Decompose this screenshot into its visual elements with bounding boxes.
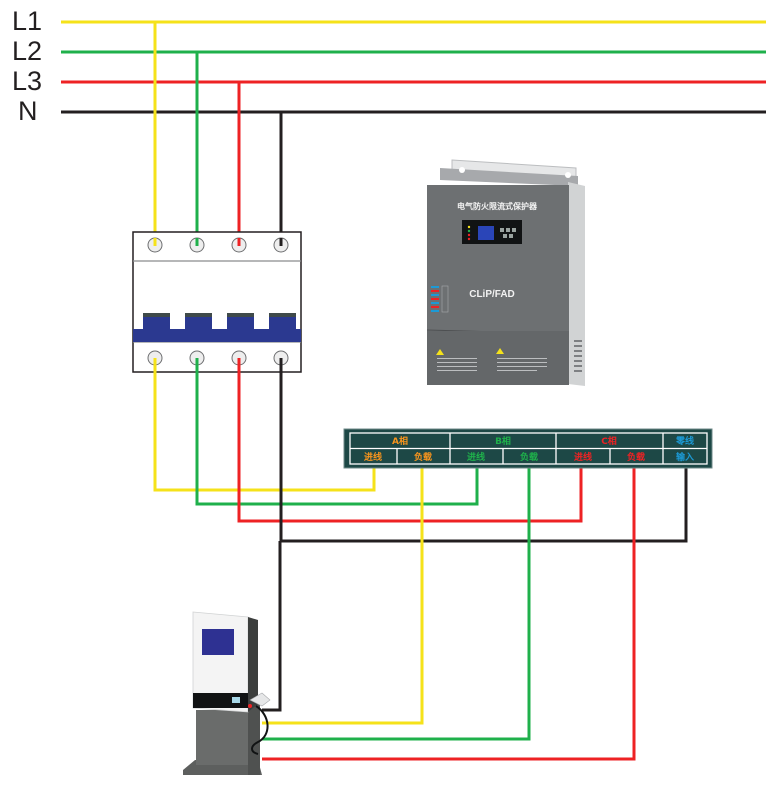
wire-n-in: [279, 358, 688, 543]
group-label-b: B相: [495, 435, 511, 447]
wire-a-load: [262, 467, 424, 725]
warning-label-left: [436, 349, 477, 371]
ev-charging-pile: [183, 611, 271, 775]
terminal-c-in: 进线: [574, 451, 592, 463]
wire-n-charger: [262, 541, 282, 712]
terminal-b-load: 负载: [520, 451, 538, 463]
breaker-handles: [143, 313, 296, 330]
device-model: CLiP/FAD: [469, 289, 515, 300]
group-label-n: 零线: [675, 435, 694, 447]
device-title: 电气防火限流式保护器: [457, 201, 538, 211]
terminal-n-input: 输入: [676, 451, 694, 463]
terminal-a-in: 进线: [364, 451, 382, 463]
bus-label-l3: L3: [12, 66, 42, 96]
warning-label-right: [496, 348, 547, 371]
terminal-b-in: 进线: [467, 451, 485, 463]
device-indicator-strip: [431, 285, 449, 313]
circuit-breaker: [132, 231, 302, 373]
wire-b-load: [262, 467, 531, 741]
charger-connector: [249, 692, 271, 707]
wire-c-load: [262, 467, 636, 761]
bus-label-l2: L2: [12, 36, 42, 66]
fire-protector-device: 电气防火限流式保护器 CLiP/FAD: [426, 159, 585, 386]
wire-a-in: [153, 358, 376, 492]
terminal-block: A相 B相 C相 零线 进线 负载 进线 负载 进线 负载 输入: [343, 428, 713, 469]
group-label-c: C相: [601, 435, 617, 447]
bus-label-l1: L1: [12, 6, 42, 36]
bus-label-n: N: [18, 96, 38, 126]
charger-screen: [202, 629, 234, 655]
device-screen: [478, 226, 494, 240]
wire-b-in: [195, 358, 479, 506]
wire-c-in: [237, 358, 583, 523]
group-label-a: A相: [392, 435, 408, 447]
terminal-c-load: 负载: [627, 451, 645, 463]
terminal-a-load: 负载: [414, 451, 432, 463]
